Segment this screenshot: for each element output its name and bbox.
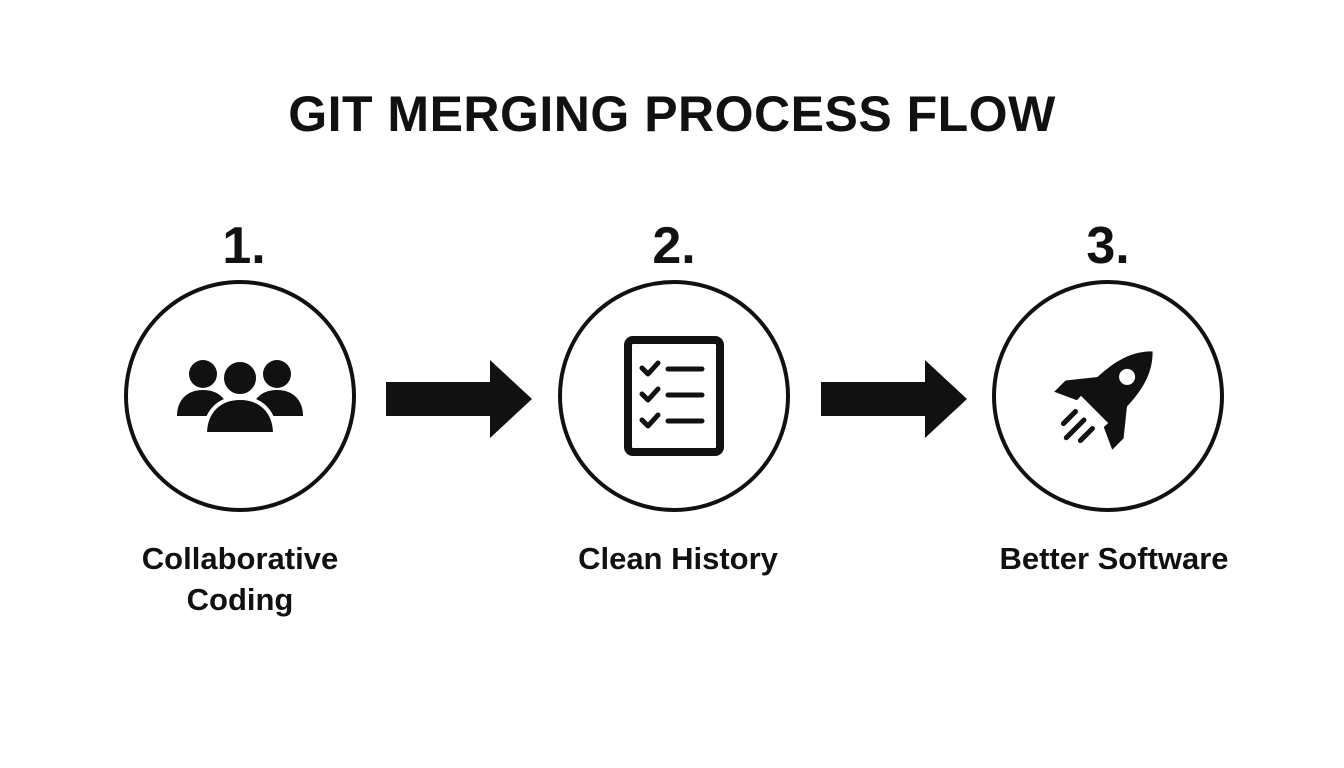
step-3-number: 3.: [1086, 217, 1130, 275]
step-3-label: Better Software: [999, 541, 1229, 576]
checklist-icon: [624, 336, 724, 456]
arrow-right-icon: [821, 360, 967, 438]
team-icon: [177, 358, 303, 436]
step-1-number: 1.: [222, 217, 266, 275]
arrow-right-icon: [386, 360, 532, 438]
step-1-label: Collaborative Coding: [80, 538, 400, 620]
step-2-label: Clean History: [578, 541, 778, 576]
step-1-label-text: Collaborative Coding: [141, 541, 339, 617]
step-3-circle: [992, 280, 1224, 512]
step-2-number: 2.: [652, 217, 696, 275]
page-title: GIT MERGING PROCESS FLOW: [288, 86, 1056, 142]
step-1-circle: [124, 280, 356, 512]
step-2-circle: [558, 280, 790, 512]
rocket-icon: [1054, 351, 1153, 450]
